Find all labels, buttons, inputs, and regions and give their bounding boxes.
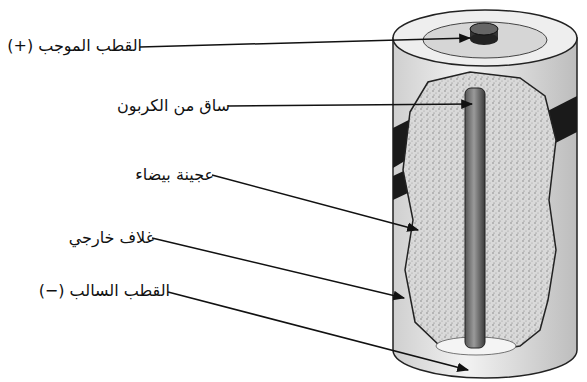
part-label: القطب السالب (−) xyxy=(39,280,170,302)
part-label: عجينة بيضاء xyxy=(135,164,214,186)
top-cap-ring xyxy=(423,22,547,58)
leader-line xyxy=(168,292,468,370)
leader-line xyxy=(212,175,418,230)
top-cap xyxy=(393,10,577,66)
carbon-rod xyxy=(465,88,485,348)
part-label: ساق من الكربون xyxy=(117,95,230,117)
positive-terminal xyxy=(470,23,498,35)
part-label: القطب الموجب (+) xyxy=(7,35,142,57)
part-label: غلاف خارجي xyxy=(69,227,154,249)
leader-line xyxy=(228,104,472,106)
leader-line xyxy=(140,38,470,47)
leader-line xyxy=(152,238,404,298)
white-paste-cutaway xyxy=(403,72,556,353)
battery-casing xyxy=(393,38,577,378)
